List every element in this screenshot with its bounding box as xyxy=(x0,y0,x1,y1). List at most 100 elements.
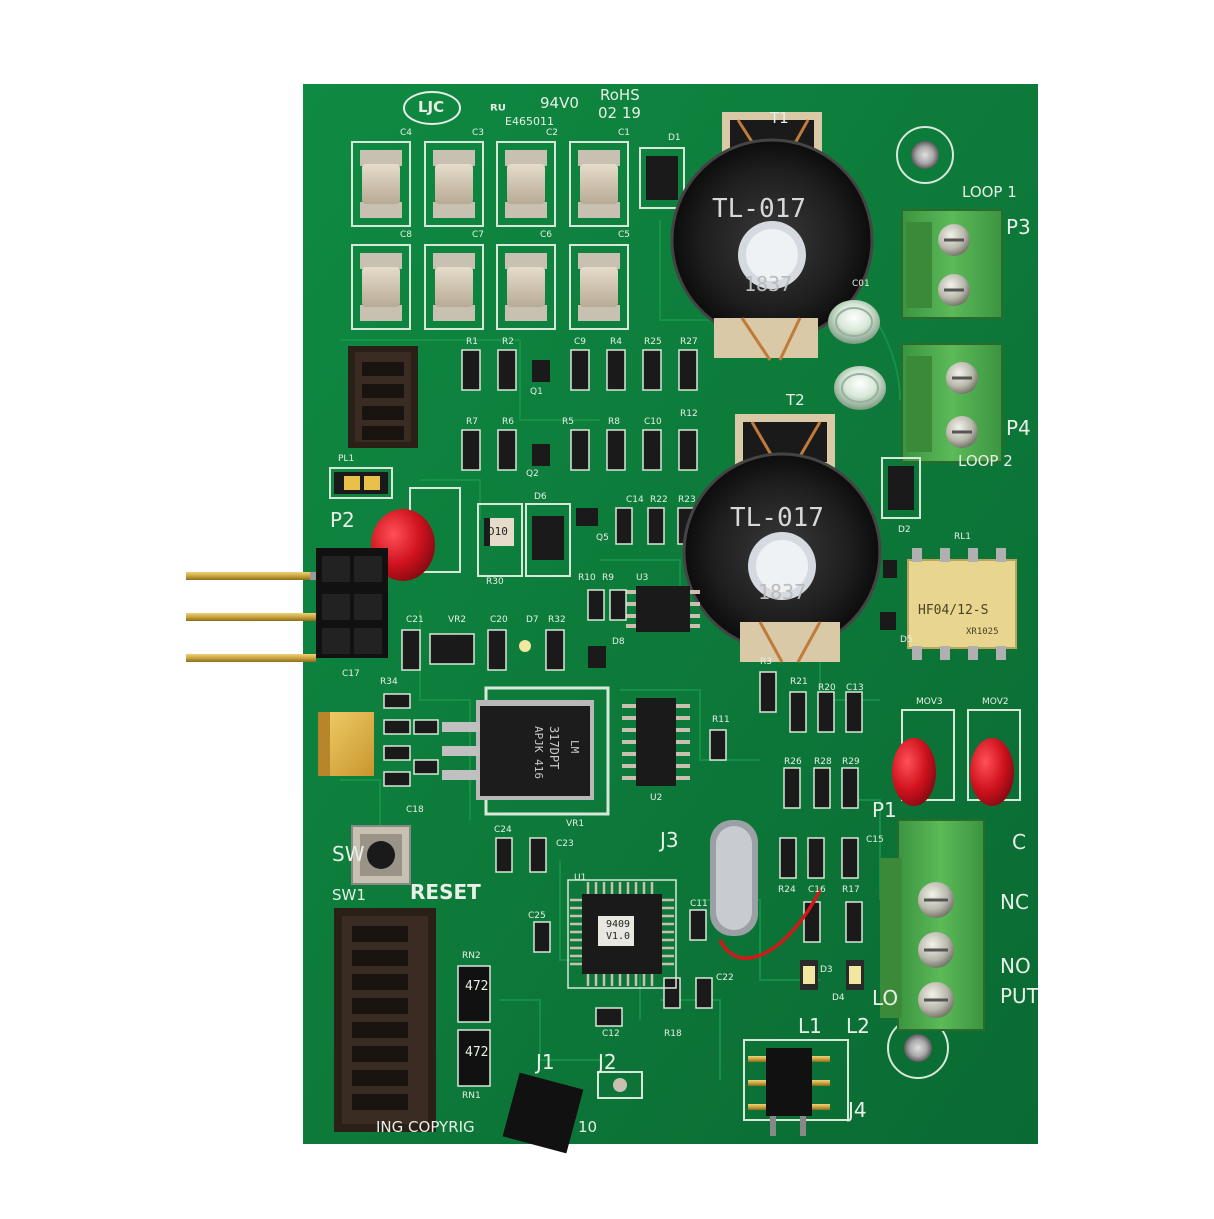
relay-rl1 xyxy=(907,548,1017,660)
crystal-oscillator xyxy=(710,820,822,960)
ref-r26: R26 xyxy=(784,757,802,767)
l2-label: L2 xyxy=(846,1014,870,1038)
logo-text: LJC xyxy=(418,98,445,116)
dip-switch-sw1[interactable] xyxy=(334,908,436,1132)
put-label: PUT xyxy=(1000,984,1039,1008)
svg-text:ᴿᵁ: ᴿᵁ xyxy=(490,101,506,120)
ref-r6: R6 xyxy=(502,417,514,427)
ref-pl1: PL1 xyxy=(338,454,355,464)
ref-c23: C23 xyxy=(556,839,574,849)
ref-c17: C17 xyxy=(342,669,360,679)
ref-r30: R30 xyxy=(486,577,504,587)
left-passives xyxy=(383,693,439,787)
t1-mark: TL-017 xyxy=(712,194,806,224)
c-label: C xyxy=(1012,830,1026,854)
copyright-text: ING COPYRIG xyxy=(376,1118,475,1136)
loop2-label: LOOP 2 xyxy=(958,452,1013,470)
ref-r29: R29 xyxy=(842,757,860,767)
ref-r17: R17 xyxy=(842,885,860,895)
ref-r1: R1 xyxy=(466,337,478,347)
ref-r2: R2 xyxy=(502,337,514,347)
sw-label: SW xyxy=(332,842,365,866)
varistor-mov2 xyxy=(967,709,1021,806)
j4-label: J4 xyxy=(848,1098,867,1122)
mcu-u1 xyxy=(567,879,677,989)
relay-model: HF04/12-S xyxy=(918,603,989,618)
p3-label: P3 xyxy=(1006,215,1031,239)
ref-c6: C6 xyxy=(540,230,553,240)
transformer-t1 xyxy=(670,112,874,361)
reset-button[interactable] xyxy=(351,825,411,885)
diodes-d10-d6 xyxy=(477,503,571,577)
led-icon xyxy=(846,960,864,990)
rn2-label: RN2 xyxy=(462,951,481,961)
ref-r28: R28 xyxy=(814,757,832,767)
rn1-label: RN1 xyxy=(462,1091,481,1101)
cert-number: E465011 xyxy=(505,115,554,128)
relay-ref: RL1 xyxy=(954,532,971,542)
rating-label: 94V0 xyxy=(540,94,579,112)
loop1-label: LOOP 1 xyxy=(962,183,1017,201)
ref-d7: D7 xyxy=(526,615,539,625)
ref-r7: R7 xyxy=(466,417,478,427)
ref-d2: D2 xyxy=(898,525,911,535)
ref-c13: C13 xyxy=(846,683,864,693)
ref-c24: C24 xyxy=(494,825,512,835)
header-j4[interactable] xyxy=(743,1039,849,1136)
ref-d6: D6 xyxy=(534,492,547,502)
diode-d2 xyxy=(881,457,921,519)
p4-label: P4 xyxy=(1006,416,1031,440)
ref-r11: R11 xyxy=(712,715,730,725)
resistor-row-1 xyxy=(461,349,698,545)
screw-terminal-icon xyxy=(901,343,1003,463)
vr1-mark-1: LM xyxy=(568,740,581,754)
t2-mark: TL-017 xyxy=(730,503,824,533)
d10-mark: D10 xyxy=(488,525,508,538)
j3-label: J3 xyxy=(660,828,679,852)
ref-q1: Q1 xyxy=(530,387,543,397)
ref-c21: C21 xyxy=(406,615,424,625)
ul-mark-icon: ᴿᵁ xyxy=(490,101,506,120)
ref-c4: C4 xyxy=(400,128,413,138)
ref-r23: R23 xyxy=(678,495,696,505)
ref-c14: C14 xyxy=(626,495,644,505)
pl1-component xyxy=(329,467,393,499)
ref-c9: C9 xyxy=(574,337,587,347)
ref-r3: R3 xyxy=(760,657,772,667)
ref-d4: D4 xyxy=(832,993,845,1003)
t2-label: T2 xyxy=(786,391,805,409)
p1-label: P1 xyxy=(872,798,897,822)
ref-r24: R24 xyxy=(778,885,796,895)
rohs-label: RoHS xyxy=(600,86,640,104)
ref-d8: D8 xyxy=(612,637,625,647)
regulator-vr2-row xyxy=(401,589,627,671)
led-icon xyxy=(519,640,531,652)
j2-label: J2 xyxy=(598,1050,617,1074)
ref-c18: C18 xyxy=(406,805,424,815)
lo-label: LO xyxy=(872,986,899,1010)
tantalum-c17 xyxy=(318,712,374,776)
capacitor-bank xyxy=(351,141,629,330)
transformer-t2 xyxy=(682,414,882,663)
dip-switch-small xyxy=(348,346,418,448)
ref-u3: U3 xyxy=(636,573,649,583)
sw1-label: SW1 xyxy=(332,886,366,904)
ic-u2 xyxy=(622,698,690,786)
varistor-mov3 xyxy=(892,709,955,806)
rn2-value: 472 xyxy=(465,979,489,994)
ref-r18: R18 xyxy=(664,1029,682,1039)
mov3-label: MOV3 xyxy=(916,697,943,707)
resistor-network xyxy=(457,965,491,1087)
jumper-j1[interactable] xyxy=(502,1072,584,1154)
ref-d5: D5 xyxy=(900,635,913,645)
ref-c1: C1 xyxy=(618,128,631,138)
led-icon xyxy=(834,366,886,410)
date-code: 02 19 xyxy=(598,104,641,122)
relay-code: XR1025 xyxy=(966,627,999,637)
ref-u2: U2 xyxy=(650,793,663,803)
jumper-j2[interactable] xyxy=(597,1071,643,1099)
u1-mark: 9409 xyxy=(606,919,631,930)
l1-label: L1 xyxy=(798,1014,822,1038)
